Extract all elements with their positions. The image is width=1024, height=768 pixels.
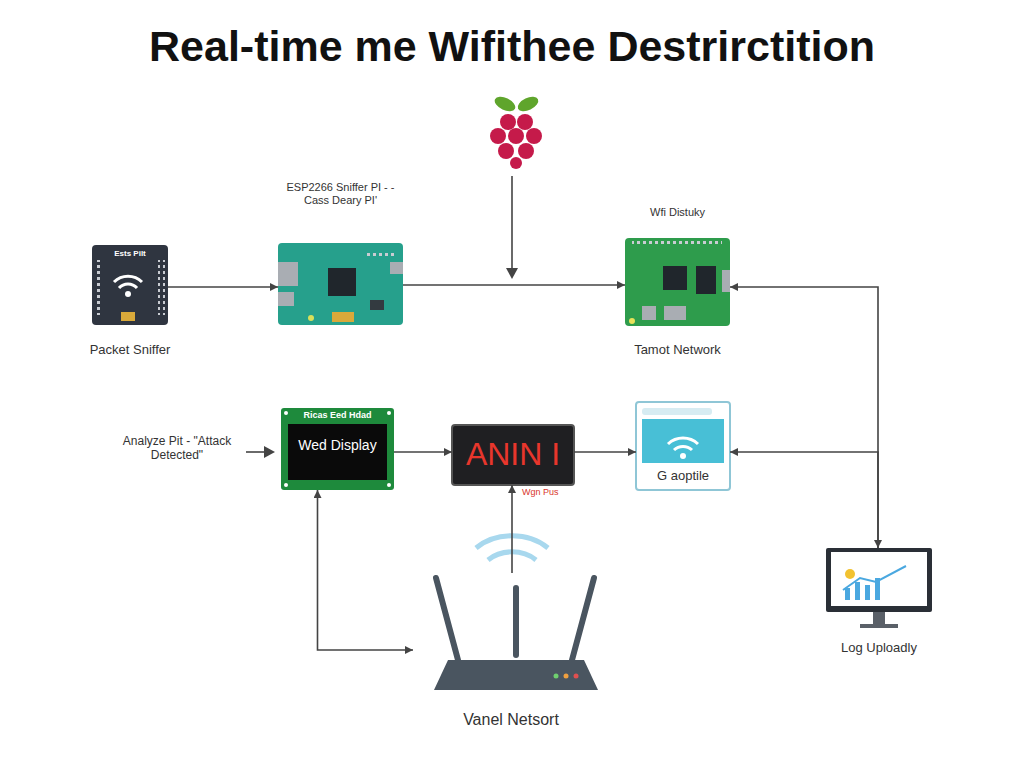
monitor-node: Log Uploadly	[826, 548, 932, 612]
connector-arrow	[168, 286, 278, 288]
monitor	[826, 548, 932, 628]
node-label: G aoptile	[638, 468, 728, 484]
sniffer-board	[92, 245, 168, 325]
display-node: Ricas Eed HdadWed Display	[281, 408, 394, 490]
node-label: ESP2266 Sniffer PI - - Cass Deary PI'	[274, 181, 407, 207]
node-label: Wed Display	[288, 437, 387, 454]
note-label: Analyze Pit - "Attack Detected"	[112, 434, 242, 463]
node-label: Log Uploadly	[809, 640, 949, 656]
connector-arrow	[574, 451, 636, 453]
node-heading: Ests Pilt	[92, 249, 168, 259]
browser-window	[636, 402, 730, 490]
led-panel	[452, 425, 574, 485]
diagram-title: Real-time me Wifithee Destrirctition	[0, 22, 1024, 71]
wifi-node: Wfi DistukyTamot Network	[625, 238, 730, 326]
leader-head	[264, 446, 275, 458]
connector-arrow	[403, 284, 625, 286]
node-label: Wgn Pus	[522, 487, 592, 498]
esp-board	[278, 243, 403, 325]
connector-arrow	[394, 451, 452, 453]
router-node: Vanel Netsort	[425, 575, 597, 695]
node-heading: Ricas Eed Hdad	[281, 410, 394, 421]
esp-node: ESP2266 Sniffer PI - - Cass Deary PI'	[278, 243, 403, 325]
node-label: Vanel Netsort	[411, 710, 611, 729]
node-label: Packet Sniffer	[60, 342, 200, 358]
browser-node: G aoptile	[636, 402, 730, 490]
raspberry-logo	[490, 94, 542, 169]
node-heading: ANIN I	[452, 435, 574, 473]
feed-head	[506, 268, 518, 279]
node-heading: Wfi Distuky	[605, 206, 750, 219]
router	[434, 536, 598, 690]
connector-arrow	[318, 490, 414, 650]
connector-arrow	[730, 287, 878, 548]
wifi-board	[625, 238, 730, 326]
sniffer-node: Ests PiltPacket Sniffer	[92, 245, 168, 325]
oled-display	[281, 408, 394, 490]
connector-arrow	[730, 452, 878, 548]
node-label: Tamot Network	[595, 342, 760, 358]
led-node: ANIN IWgn Pus	[452, 425, 574, 485]
connector-arrow	[511, 485, 513, 573]
feed-line	[511, 176, 513, 276]
